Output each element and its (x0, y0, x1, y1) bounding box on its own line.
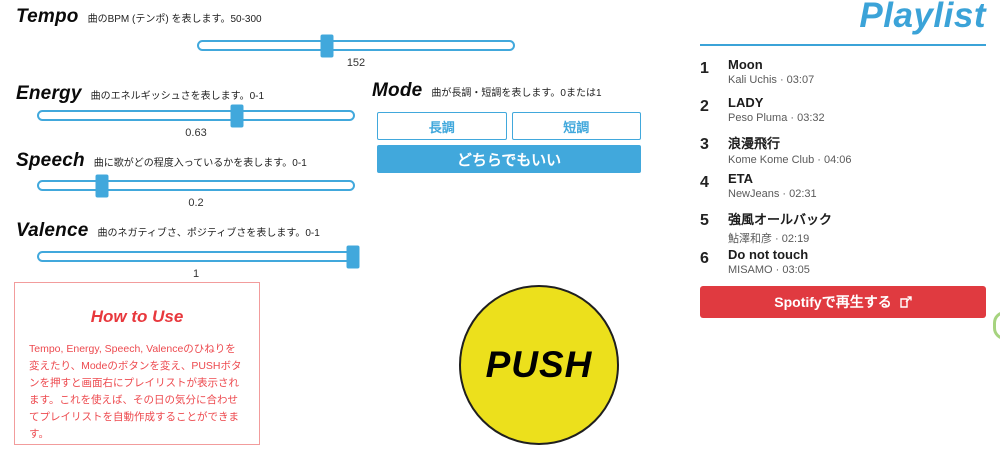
valence-header: Valence 曲のネガティブさ、ポジティブさを表します。0-1 (16, 220, 320, 242)
valence-title: Valence (16, 220, 89, 241)
speech-slider[interactable] (37, 174, 355, 197)
mode-description: 曲が長調・短調を表します。0または1 (431, 88, 602, 99)
push-button-label: PUSH (485, 344, 593, 385)
track-number: 5 (700, 212, 709, 229)
track-meta: Kali Uchis · 03:07 (728, 74, 815, 86)
track-title: 浪漫飛行 (728, 136, 781, 151)
tempo-title: Tempo (16, 6, 79, 27)
track-title: 強風オールバック (728, 212, 833, 227)
valence-description: 曲のネガティブさ、ポジティブさを表します。0-1 (97, 228, 320, 239)
track-title: Do not touch (728, 247, 809, 262)
track-number: 2 (700, 98, 709, 115)
speech-value: 0.2 (188, 197, 204, 209)
how-to-use-body: Tempo, Energy, Speech, Valenceのひねりを変えたり、… (29, 343, 242, 440)
energy-slider-thumb[interactable] (230, 104, 244, 127)
mode-either-button[interactable]: どちらでもいい (377, 145, 641, 173)
energy-slider[interactable] (37, 104, 355, 127)
speech-title: Speech (16, 150, 85, 171)
mode-major-button[interactable]: 長調 (377, 112, 507, 140)
playlist-list: 1 Moon Kali Uchis · 03:07 2 LADY Peso Pl… (700, 57, 986, 285)
track-title: Moon (728, 57, 763, 72)
track-meta: NewJeans · 02:31 (728, 188, 817, 200)
playlist-title: Playlist (859, 0, 986, 35)
mode-minor-button[interactable]: 短調 (511, 112, 641, 140)
track-meta: Peso Pluma · 03:32 (728, 112, 825, 124)
energy-header: Energy 曲のエネルギッシュさを表します。0-1 (16, 83, 264, 105)
playlist-row: 3 浪漫飛行 Kome Kome Club · 04:06 (700, 133, 986, 171)
spotify-play-button[interactable]: Spotifyで再生する (700, 286, 986, 318)
tempo-header: Tempo 曲のBPM (テンポ) を表します。50-300 (16, 6, 262, 28)
mode-title: Mode (372, 80, 423, 101)
playlist-row: 2 LADY Peso Pluma · 03:32 (700, 95, 986, 133)
energy-value: 0.63 (185, 127, 207, 139)
track-number: 1 (700, 60, 709, 77)
playlist-row: 6 Do not touch MISAMO · 03:05 (700, 247, 986, 285)
speech-header: Speech 曲に歌がどの程度入っているかを表します。0-1 (16, 150, 307, 172)
playlist-row: 4 ETA NewJeans · 02:31 (700, 171, 986, 209)
how-to-use-box: How to Use Tempo, Energy, Speech, Valenc… (14, 282, 260, 445)
valence-slider[interactable] (37, 245, 360, 268)
track-number: 6 (700, 250, 709, 267)
track-number: 4 (700, 174, 709, 191)
energy-description: 曲のエネルギッシュさを表します。0-1 (90, 91, 265, 102)
how-to-use-title: How to Use (90, 307, 184, 326)
spotify-play-label: Spotifyで再生する (774, 294, 892, 310)
playlist-row: 1 Moon Kali Uchis · 03:07 (700, 57, 986, 95)
playlist-divider (700, 44, 986, 46)
track-title: ETA (728, 171, 754, 186)
external-link-icon (900, 296, 912, 308)
tempo-value: 152 (346, 57, 366, 69)
mode-button-row: 長調 短調 (377, 112, 641, 140)
push-button[interactable]: PUSH (459, 285, 619, 445)
energy-title: Energy (16, 83, 82, 104)
track-number: 3 (700, 136, 709, 153)
playlist-row: 5 強風オールバック 鮎澤和彦 · 02:19 (700, 209, 986, 247)
valence-value: 1 (192, 268, 200, 280)
mode-header: Mode 曲が長調・短調を表します。0または1 (372, 80, 602, 102)
tempo-description: 曲のBPM (テンポ) を表します。50-300 (87, 14, 262, 25)
tempo-slider[interactable] (197, 34, 515, 57)
track-meta: MISAMO · 03:05 (728, 264, 810, 276)
speech-slider-thumb[interactable] (95, 174, 109, 197)
track-meta: 鮎澤和彦 · 02:19 (728, 233, 810, 245)
track-title: LADY (728, 95, 764, 110)
speech-description: 曲に歌がどの程度入っているかを表します。0-1 (93, 158, 307, 169)
track-meta: Kome Kome Club · 04:06 (728, 154, 852, 166)
clipped-green-button-edge[interactable] (993, 311, 1000, 340)
valence-slider-thumb[interactable] (346, 245, 360, 268)
tempo-slider-thumb[interactable] (320, 34, 334, 57)
